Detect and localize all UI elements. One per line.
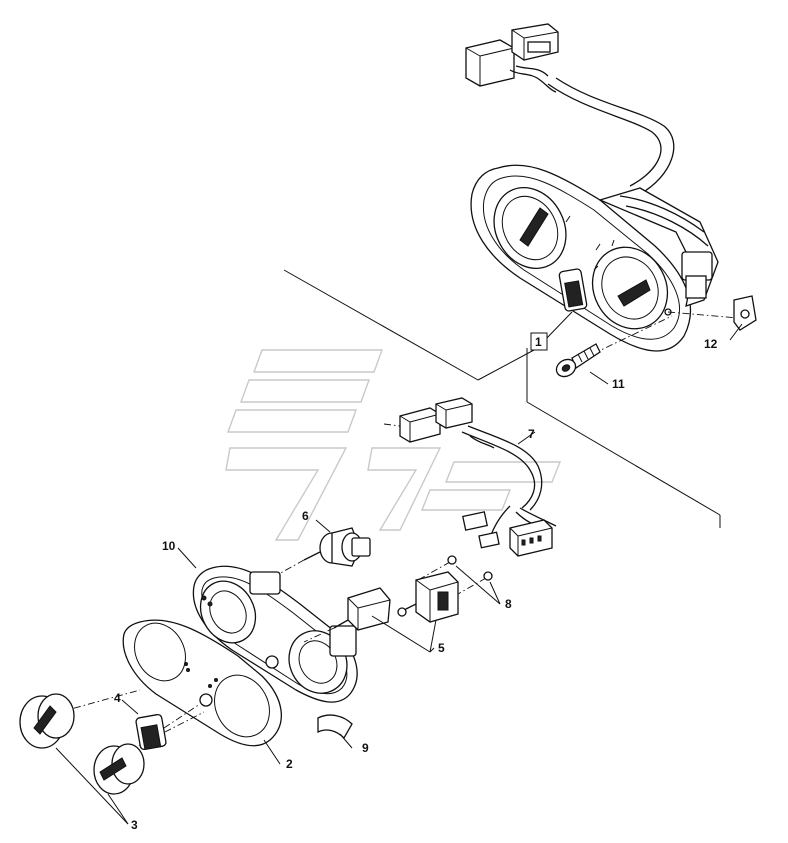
wiring-harness-7	[383, 397, 557, 557]
screws-8	[417, 555, 501, 605]
callout-labels: 1 2 3 4 5 6 7 8 9 10 11 12	[114, 332, 718, 832]
callout-4: 4	[114, 691, 121, 705]
callout-7: 7	[528, 427, 535, 441]
sticker-9	[317, 714, 353, 749]
rotary-switch-6	[267, 519, 371, 581]
panel-housing-10	[177, 547, 358, 703]
leader-lines	[283, 269, 721, 528]
fan-switch-5	[303, 571, 459, 653]
screw-11	[555, 315, 673, 385]
callout-11: 11	[612, 377, 625, 391]
bezel-outer	[470, 164, 692, 352]
clip-nut-12	[667, 295, 757, 341]
knobs-3	[19, 693, 145, 825]
callout-8: 8	[505, 597, 512, 611]
callout-10: 10	[162, 539, 176, 553]
callout-12: 12	[704, 337, 718, 351]
control-unit-assembly	[465, 23, 719, 352]
callout-1: 1	[530, 332, 548, 351]
callout-5: 5	[438, 641, 445, 655]
watermark-logo	[225, 349, 562, 541]
top-connector	[465, 23, 559, 93]
callout-3: 3	[131, 818, 138, 832]
faceplate-2	[59, 619, 282, 765]
callout-6: 6	[302, 509, 309, 523]
callout-2: 2	[286, 757, 293, 771]
centre-knob-4	[121, 699, 201, 751]
callout-9: 9	[362, 741, 369, 755]
svg-text:1: 1	[535, 335, 542, 349]
